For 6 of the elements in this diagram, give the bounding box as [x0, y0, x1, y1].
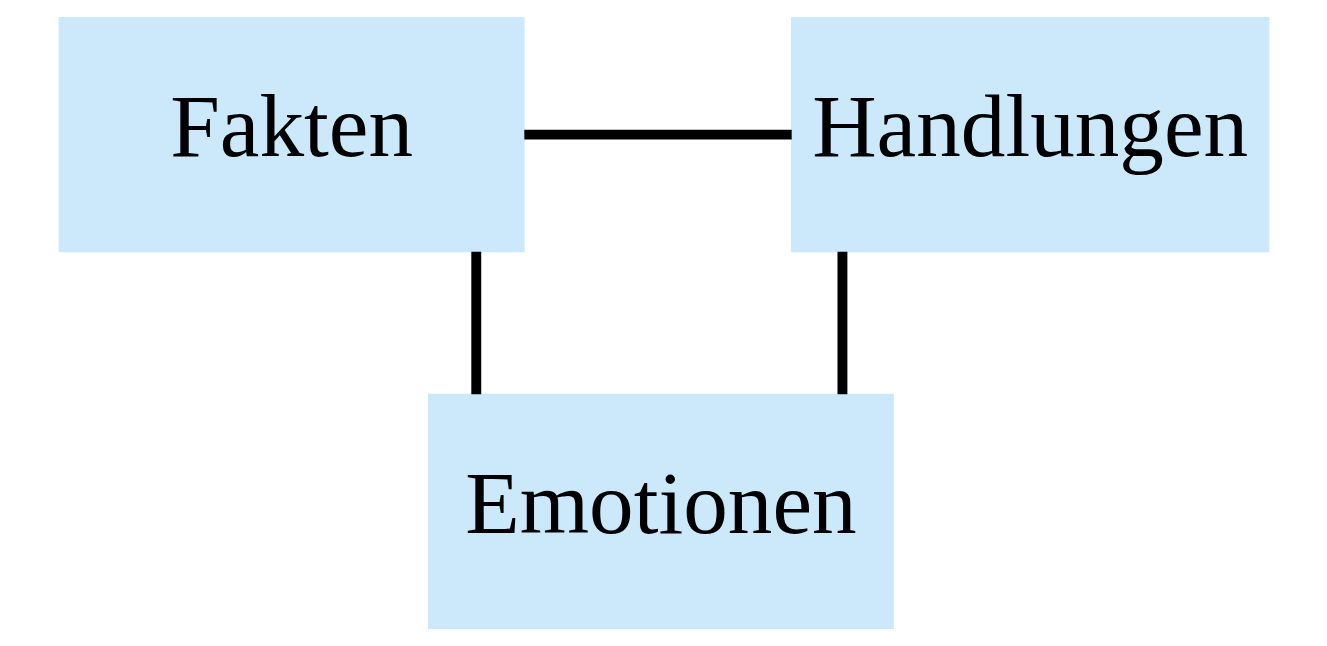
node-box: Emotionen — [427, 393, 894, 630]
node-box: Fakten — [58, 16, 525, 253]
connector — [523, 129, 792, 140]
connector — [837, 251, 847, 395]
node-box: Handlungen — [790, 16, 1269, 253]
connector — [470, 251, 481, 395]
